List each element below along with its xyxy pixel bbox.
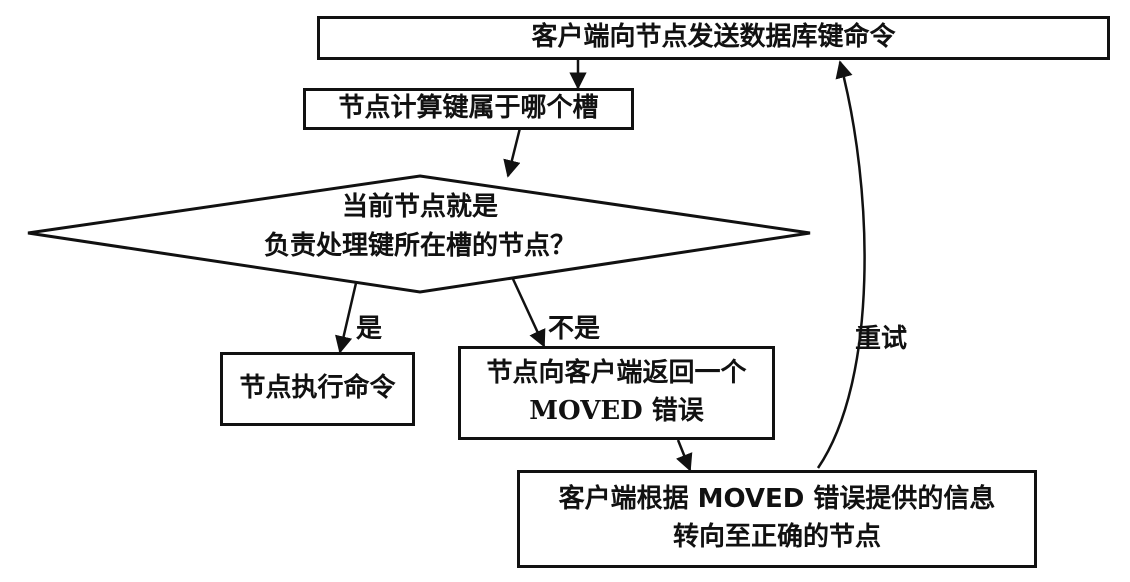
start-text: 客户端向节点发送数据库键命令	[531, 22, 896, 53]
execute-box: 节点执行命令	[220, 352, 415, 426]
compute-slot-text: 节点计算键属于哪个槽	[338, 93, 599, 124]
moved-line-2: MOVED 错误	[529, 396, 704, 426]
decision-text: 当前节点就是 负责处理键所在槽的节点？	[220, 188, 620, 266]
arrow-moved-to-redirect	[676, 439, 693, 472]
redirect-line-2: 转向至正确的节点	[672, 522, 881, 552]
moved-error-box: 节点向客户端返回一个 MOVED 错误	[458, 346, 775, 440]
decision-line-1: 当前节点就是	[341, 192, 498, 222]
edge-label-yes: 是	[356, 314, 383, 344]
arrow-yes	[335, 282, 358, 354]
start-box: 客户端向节点发送数据库键命令	[317, 16, 1110, 60]
redirect-box: 客户端根据 MOVED 错误提供的信息 转向至正确的节点	[517, 470, 1037, 568]
compute-slot-box: 节点计算键属于哪个槽	[303, 88, 634, 130]
decision-line-2: 负责处理键所在槽的节点？	[263, 231, 576, 261]
arrow-retry	[816, 60, 866, 469]
moved-line-1: 节点向客户端返回一个	[486, 358, 747, 389]
arrow-compute-to-decision	[503, 127, 522, 178]
redirect-line-1: 客户端根据 MOVED 错误提供的信息	[558, 484, 996, 515]
edge-label-retry: 重试	[855, 324, 908, 354]
edge-label-no: 不是	[548, 314, 601, 344]
execute-text: 节点执行命令	[239, 373, 396, 404]
decision-diamond	[27, 174, 811, 294]
arrow-no	[511, 278, 546, 348]
